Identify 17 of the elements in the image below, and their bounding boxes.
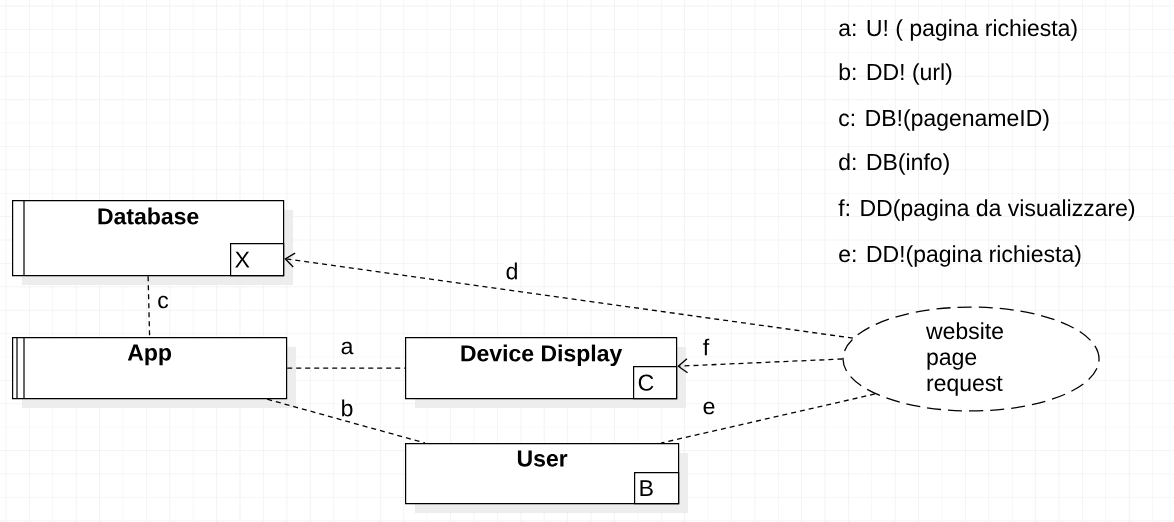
note-text: b: DD! (url) (839, 63, 952, 85)
connector (147, 275, 151, 338)
note-text: e: DD!(pagina richiesta) (839, 245, 1081, 267)
connector (677, 358, 843, 374)
connector (284, 252, 854, 339)
tag-box: C (633, 366, 678, 400)
connector (286, 367, 406, 369)
connector (266, 398, 426, 444)
connector (660, 393, 876, 444)
note-text: a: U! ( pagina richiesta) (839, 19, 1077, 41)
tag-box: B (634, 472, 680, 505)
note-text: d: DB(info) (839, 153, 949, 175)
tag-box: X (230, 243, 285, 277)
domain-box: App (12, 336, 296, 408)
note-text: c: DB!(pagenameID) (839, 109, 1049, 131)
note-text: f: DD(pagina da visualizzare) (838, 199, 1135, 221)
edge-label: f (701, 337, 711, 357)
